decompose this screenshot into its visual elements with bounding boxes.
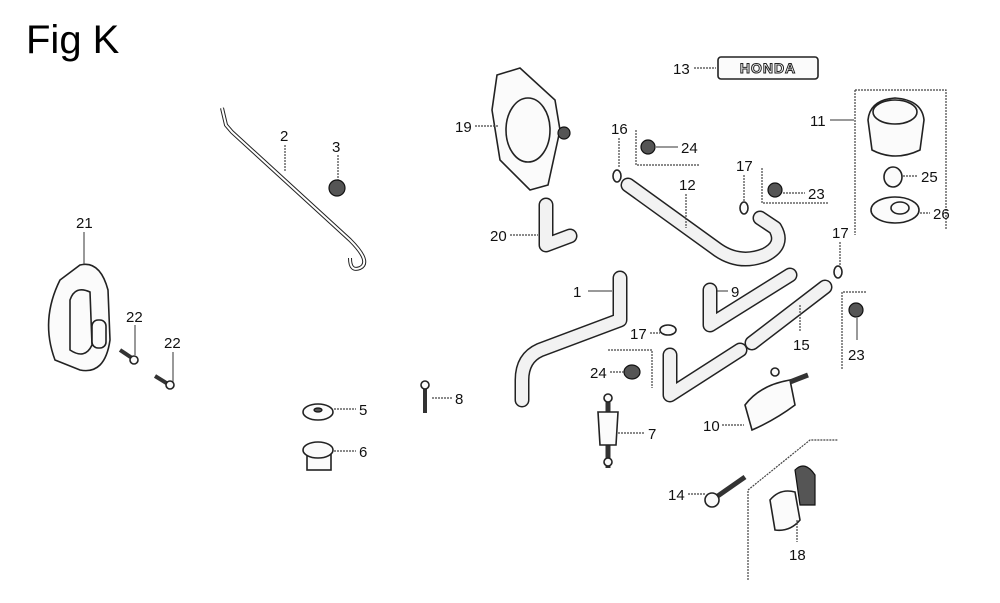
callout-25: 25 [921, 169, 938, 186]
callout-24a: 24 [681, 140, 698, 157]
part-23-clip-a[interactable] [767, 182, 783, 198]
callout-22a: 22 [126, 309, 143, 326]
callout-13: 13 [673, 61, 690, 78]
bracket-24b [608, 349, 653, 388]
part-2-rod[interactable] [220, 107, 367, 271]
callout-18: 18 [789, 547, 806, 564]
part-21-cover[interactable] [47, 263, 111, 372]
part-23-clip-b[interactable] [848, 302, 864, 318]
part-12-fuel-hose[interactable] [620, 177, 786, 267]
part-hose-lower[interactable] [662, 342, 748, 403]
part-3-nut[interactable] [328, 179, 346, 197]
part-24-clip-b[interactable] [623, 364, 641, 380]
part-25-filter[interactable] [883, 166, 903, 188]
callout-5: 5 [359, 402, 367, 419]
part-16-clip[interactable] [612, 169, 622, 183]
part-7-fuel-filter[interactable] [597, 393, 619, 468]
part-22-screw-a[interactable] [118, 348, 139, 365]
callout-16: 16 [611, 121, 628, 138]
callout-7: 7 [648, 426, 656, 443]
part-8-screw[interactable] [420, 380, 430, 413]
part-22-screw-b[interactable] [153, 374, 175, 390]
callout-24b: 24 [590, 365, 607, 382]
callout-17b: 17 [630, 326, 647, 343]
callout-17c: 17 [832, 225, 849, 242]
callout-22b: 22 [164, 335, 181, 352]
bracket-11 [854, 89, 947, 235]
callout-8: 8 [455, 391, 463, 408]
part-18-lever[interactable] [769, 465, 816, 532]
callout-23a: 23 [808, 186, 825, 203]
callout-15: 15 [793, 337, 810, 354]
part-10-fuel-valve[interactable] [744, 367, 809, 432]
callout-6: 6 [359, 444, 367, 461]
part-17-clip-c[interactable] [833, 265, 843, 279]
callout-2: 2 [280, 128, 288, 145]
bracket-23a [761, 168, 828, 204]
emblem-text: HONDA [740, 60, 796, 76]
part-24-clip-a[interactable] [640, 139, 656, 155]
part-6-grommet[interactable] [302, 441, 334, 471]
callout-11: 11 [810, 113, 826, 130]
callout-26: 26 [933, 206, 950, 223]
part-19-fuel-pump[interactable] [491, 67, 571, 191]
callout-3: 3 [332, 139, 340, 156]
part-5-washer[interactable] [302, 403, 334, 421]
callout-21: 21 [76, 215, 93, 232]
callout-19: 19 [455, 119, 472, 136]
bracket-23b [841, 291, 866, 370]
callout-17a: 17 [736, 158, 753, 175]
part-15-hose[interactable] [744, 279, 833, 351]
part-17-clip-b[interactable] [659, 324, 677, 336]
part-9-hose[interactable] [702, 267, 798, 333]
part-13-emblem[interactable]: HONDA [717, 56, 819, 80]
bracket-24a [635, 130, 700, 166]
callout-1: 1 [573, 284, 581, 301]
part-11-fuel-cap[interactable] [867, 97, 925, 157]
part-26-gasket[interactable] [870, 196, 920, 224]
part-20-elbow-hose[interactable] [538, 197, 578, 253]
figure-title: Fig K [26, 18, 120, 62]
callout-14: 14 [668, 487, 685, 504]
part-1-hose[interactable] [514, 270, 628, 408]
callout-23b: 23 [848, 347, 865, 364]
callout-9: 9 [731, 284, 739, 301]
callout-12: 12 [679, 177, 696, 194]
callout-20: 20 [490, 228, 507, 245]
bracket-18 [747, 439, 838, 580]
part-17-clip-a[interactable] [739, 201, 749, 215]
part-14-bolt[interactable] [704, 474, 747, 508]
callout-10: 10 [703, 418, 720, 435]
